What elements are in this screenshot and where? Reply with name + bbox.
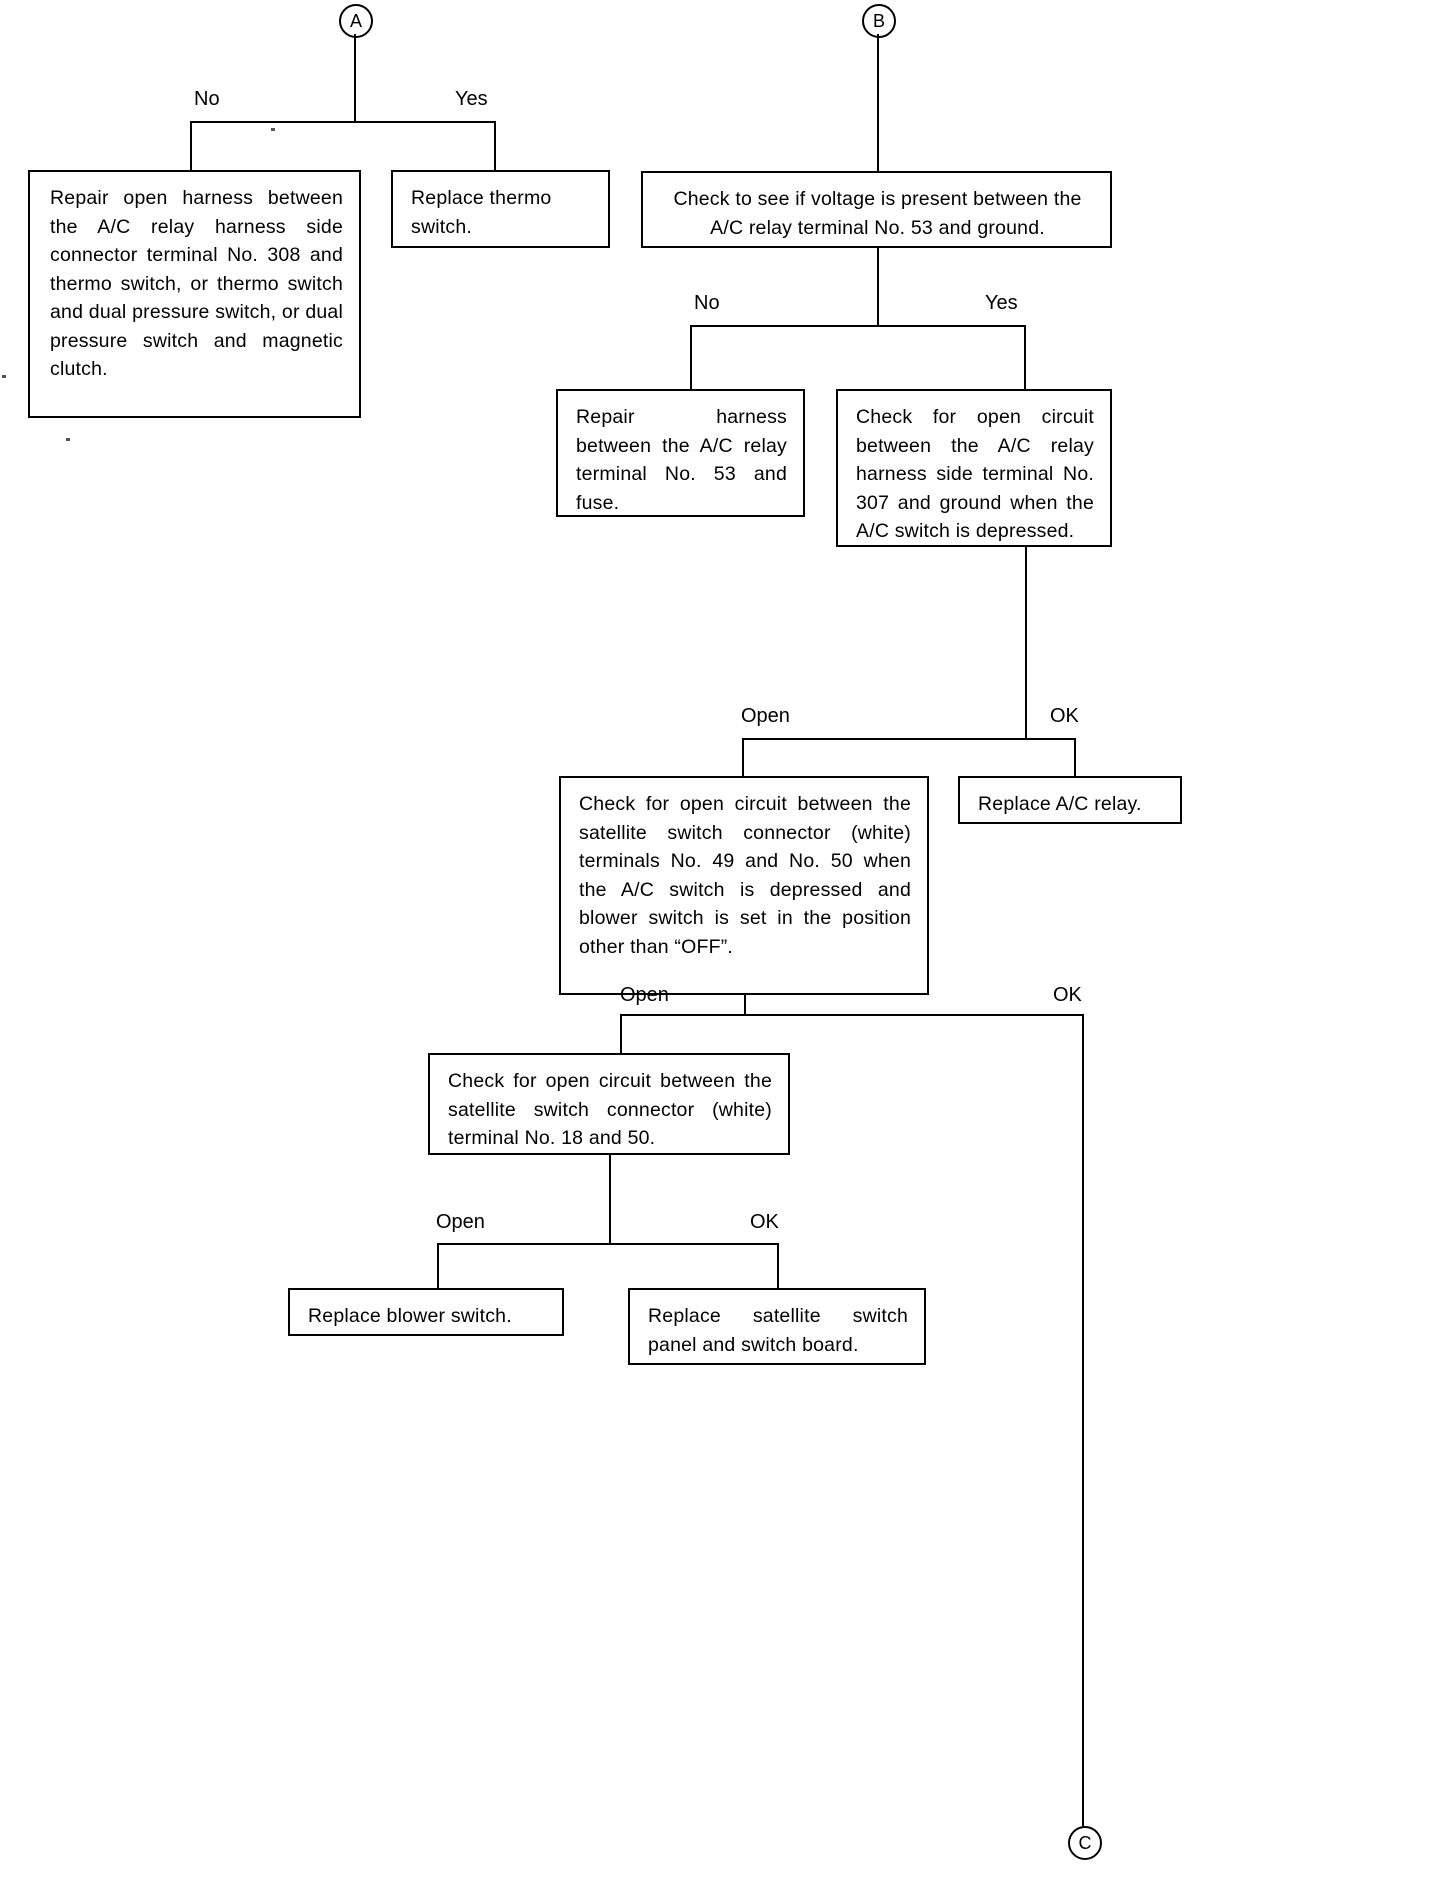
line-4950-open-drop: [620, 1014, 622, 1054]
branch-label-a-no: No: [194, 88, 220, 110]
connector-a-label: A: [349, 11, 362, 31]
branch-label-4950-ok: OK: [1053, 984, 1082, 1006]
connector-circle-a: A: [339, 4, 373, 38]
box-repair-open-harness: Repair open harness between the A/C rela…: [28, 170, 361, 418]
line-307-open-drop: [742, 738, 744, 777]
line-a-branch-bar: [190, 121, 496, 123]
box-check-open-18-50-text: Check for open circuit between the satel…: [448, 1070, 772, 1149]
connector-b-label: B: [872, 11, 885, 31]
box-check-voltage-53-text: Check to see if voltage is present betwe…: [673, 188, 1082, 239]
line-4950-branch-bar: [620, 1014, 1084, 1016]
line-voltage-branch-bar: [690, 325, 1026, 327]
scan-speck: [2, 375, 6, 378]
branch-label-1850-ok: OK: [750, 1211, 779, 1233]
line-b-stem: [877, 34, 879, 173]
box-repair-harness-53-text: Repair harness between the A/C relay ter…: [576, 406, 787, 514]
box-check-open-307: Check for open circuit between the A/C r…: [836, 389, 1112, 547]
line-307-out: [1025, 547, 1027, 740]
connector-circle-b: B: [862, 4, 896, 38]
line-voltage-no-drop: [690, 325, 692, 390]
connector-c-label: C: [1078, 1833, 1092, 1853]
line-4950-ok-drop: [1082, 1014, 1084, 1826]
box-replace-ac-relay-text: Replace A/C relay.: [978, 793, 1142, 815]
box-replace-satellite-switch: Replace satellite switch panel and switc…: [628, 1288, 926, 1365]
line-a-no-drop: [190, 121, 192, 171]
branch-label-307-open: Open: [741, 705, 790, 727]
box-replace-satellite-switch-text: Replace satellite switch panel and switc…: [648, 1305, 908, 1356]
line-voltage-yes-drop: [1024, 325, 1026, 390]
box-replace-blower-switch-text: Replace blower switch.: [308, 1305, 512, 1327]
box-replace-ac-relay: Replace A/C relay.: [958, 776, 1182, 824]
line-307-branch-bar: [742, 738, 1076, 740]
branch-label-4950-open: Open: [620, 984, 669, 1006]
line-1850-branch-bar: [437, 1243, 779, 1245]
box-check-open-49-50-text: Check for open circuit between the satel…: [579, 793, 911, 958]
line-a-yes-drop: [494, 121, 496, 171]
branch-label-voltage-no: No: [694, 292, 720, 314]
box-replace-blower-switch: Replace blower switch.: [288, 1288, 564, 1336]
line-1850-out: [609, 1155, 611, 1245]
branch-label-1850-open: Open: [436, 1211, 485, 1233]
box-repair-harness-53: Repair harness between the A/C relay ter…: [556, 389, 805, 517]
box-check-open-307-text: Check for open circuit between the A/C r…: [856, 406, 1094, 542]
connector-circle-c: C: [1068, 1826, 1102, 1860]
box-replace-thermo-switch: Replace thermo switch.: [391, 170, 610, 248]
line-1850-ok-drop: [777, 1243, 779, 1289]
branch-label-a-yes: Yes: [455, 88, 488, 110]
box-replace-thermo-switch-text: Replace thermo switch.: [411, 187, 552, 238]
line-voltage-out: [877, 248, 879, 327]
scan-speck: [271, 128, 275, 131]
box-check-open-49-50: Check for open circuit between the satel…: [559, 776, 929, 995]
box-check-voltage-53: Check to see if voltage is present betwe…: [641, 171, 1112, 248]
box-check-open-18-50: Check for open circuit between the satel…: [428, 1053, 790, 1155]
scan-speck: [66, 438, 70, 441]
branch-label-307-ok: OK: [1050, 705, 1079, 727]
line-4950-out: [744, 995, 746, 1016]
line-1850-open-drop: [437, 1243, 439, 1289]
branch-label-voltage-yes: Yes: [985, 292, 1018, 314]
line-a-stem: [354, 34, 356, 122]
box-repair-open-harness-text: Repair open harness between the A/C rela…: [50, 187, 343, 380]
line-307-ok-drop: [1074, 738, 1076, 777]
